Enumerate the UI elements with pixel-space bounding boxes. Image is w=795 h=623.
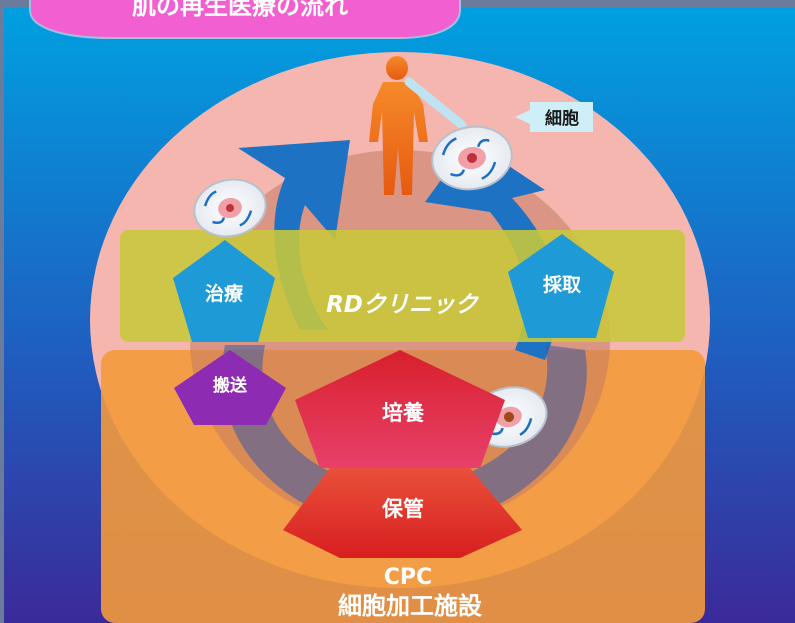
culture-node: 培養 (295, 350, 505, 468)
collection-label: 採取 (543, 274, 581, 296)
flow-arrow-icon (221, 345, 587, 530)
title-banner: 肌の再生医療の流れ (29, 0, 461, 39)
cell-callout-label: 細胞 (545, 108, 579, 129)
flow-arrow-icon (425, 140, 559, 360)
transport-label: 搬送 (213, 375, 248, 396)
transport-node: 搬送 (174, 350, 286, 425)
clinic-label: RDクリニック (326, 292, 480, 318)
banner-title: 肌の再生医療の流れ (132, 0, 348, 20)
facility-name-label: 細胞加工施設 (338, 592, 483, 620)
culture-label: 培養 (382, 401, 425, 425)
collection-node: 採取 (508, 234, 614, 338)
storage-node: 保管 (283, 468, 522, 558)
cell-icon (431, 125, 513, 191)
cell-icon (193, 178, 267, 238)
storage-label: 保管 (381, 497, 424, 521)
facility-code-label: CPC (384, 565, 432, 590)
cell-callout: 細胞 (515, 102, 593, 132)
human-figure-icon (369, 56, 467, 195)
treatment-node: 治療 (173, 240, 275, 342)
treatment-label: 治療 (205, 282, 244, 305)
